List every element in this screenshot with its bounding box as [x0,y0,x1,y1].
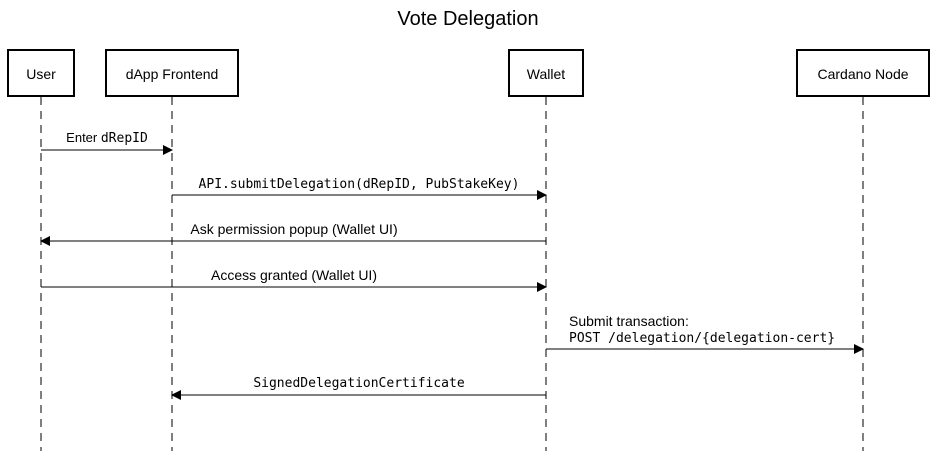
participant-node-label: Cardano Node [817,66,908,82]
message-label-line-2: POST /delegation/{delegation-cert} [569,331,835,346]
diagram-title: Vote Delegation [397,8,538,30]
message-submit-delegation: API.submitDelegation(dRepID, PubStakeKey… [172,177,547,200]
message-signed-certificate: SignedDelegationCertificate [171,376,546,400]
message-label: SignedDelegationCertificate [253,376,464,391]
message-enter-drepid: Enter dRepID [41,130,173,155]
message-submit-transaction: Submit transaction: POST /delegation/{de… [546,313,864,354]
message-label-part: dRepID [101,131,148,146]
participant-user: User [7,49,75,97]
participant-frontend: dApp Frontend [105,49,239,97]
message-label-part: Enter [66,130,101,145]
message-access-granted: Access granted (Wallet UI) [41,267,547,292]
message-ask-permission: Ask permission popup (Wallet UI) [40,221,546,246]
message-label: API.submitDelegation(dRepID, PubStakeKey… [199,177,520,192]
message-label-line-1: Submit transaction: [569,313,689,329]
message-label: Access granted (Wallet UI) [211,267,377,283]
participant-wallet-label: Wallet [527,66,565,82]
message-label: Ask permission popup (Wallet UI) [190,221,397,237]
message-label: Enter dRepID [66,130,148,146]
participant-frontend-label: dApp Frontend [126,66,219,82]
participant-wallet: Wallet [508,49,584,97]
participant-user-label: User [26,66,56,82]
participant-node: Cardano Node [796,49,930,97]
